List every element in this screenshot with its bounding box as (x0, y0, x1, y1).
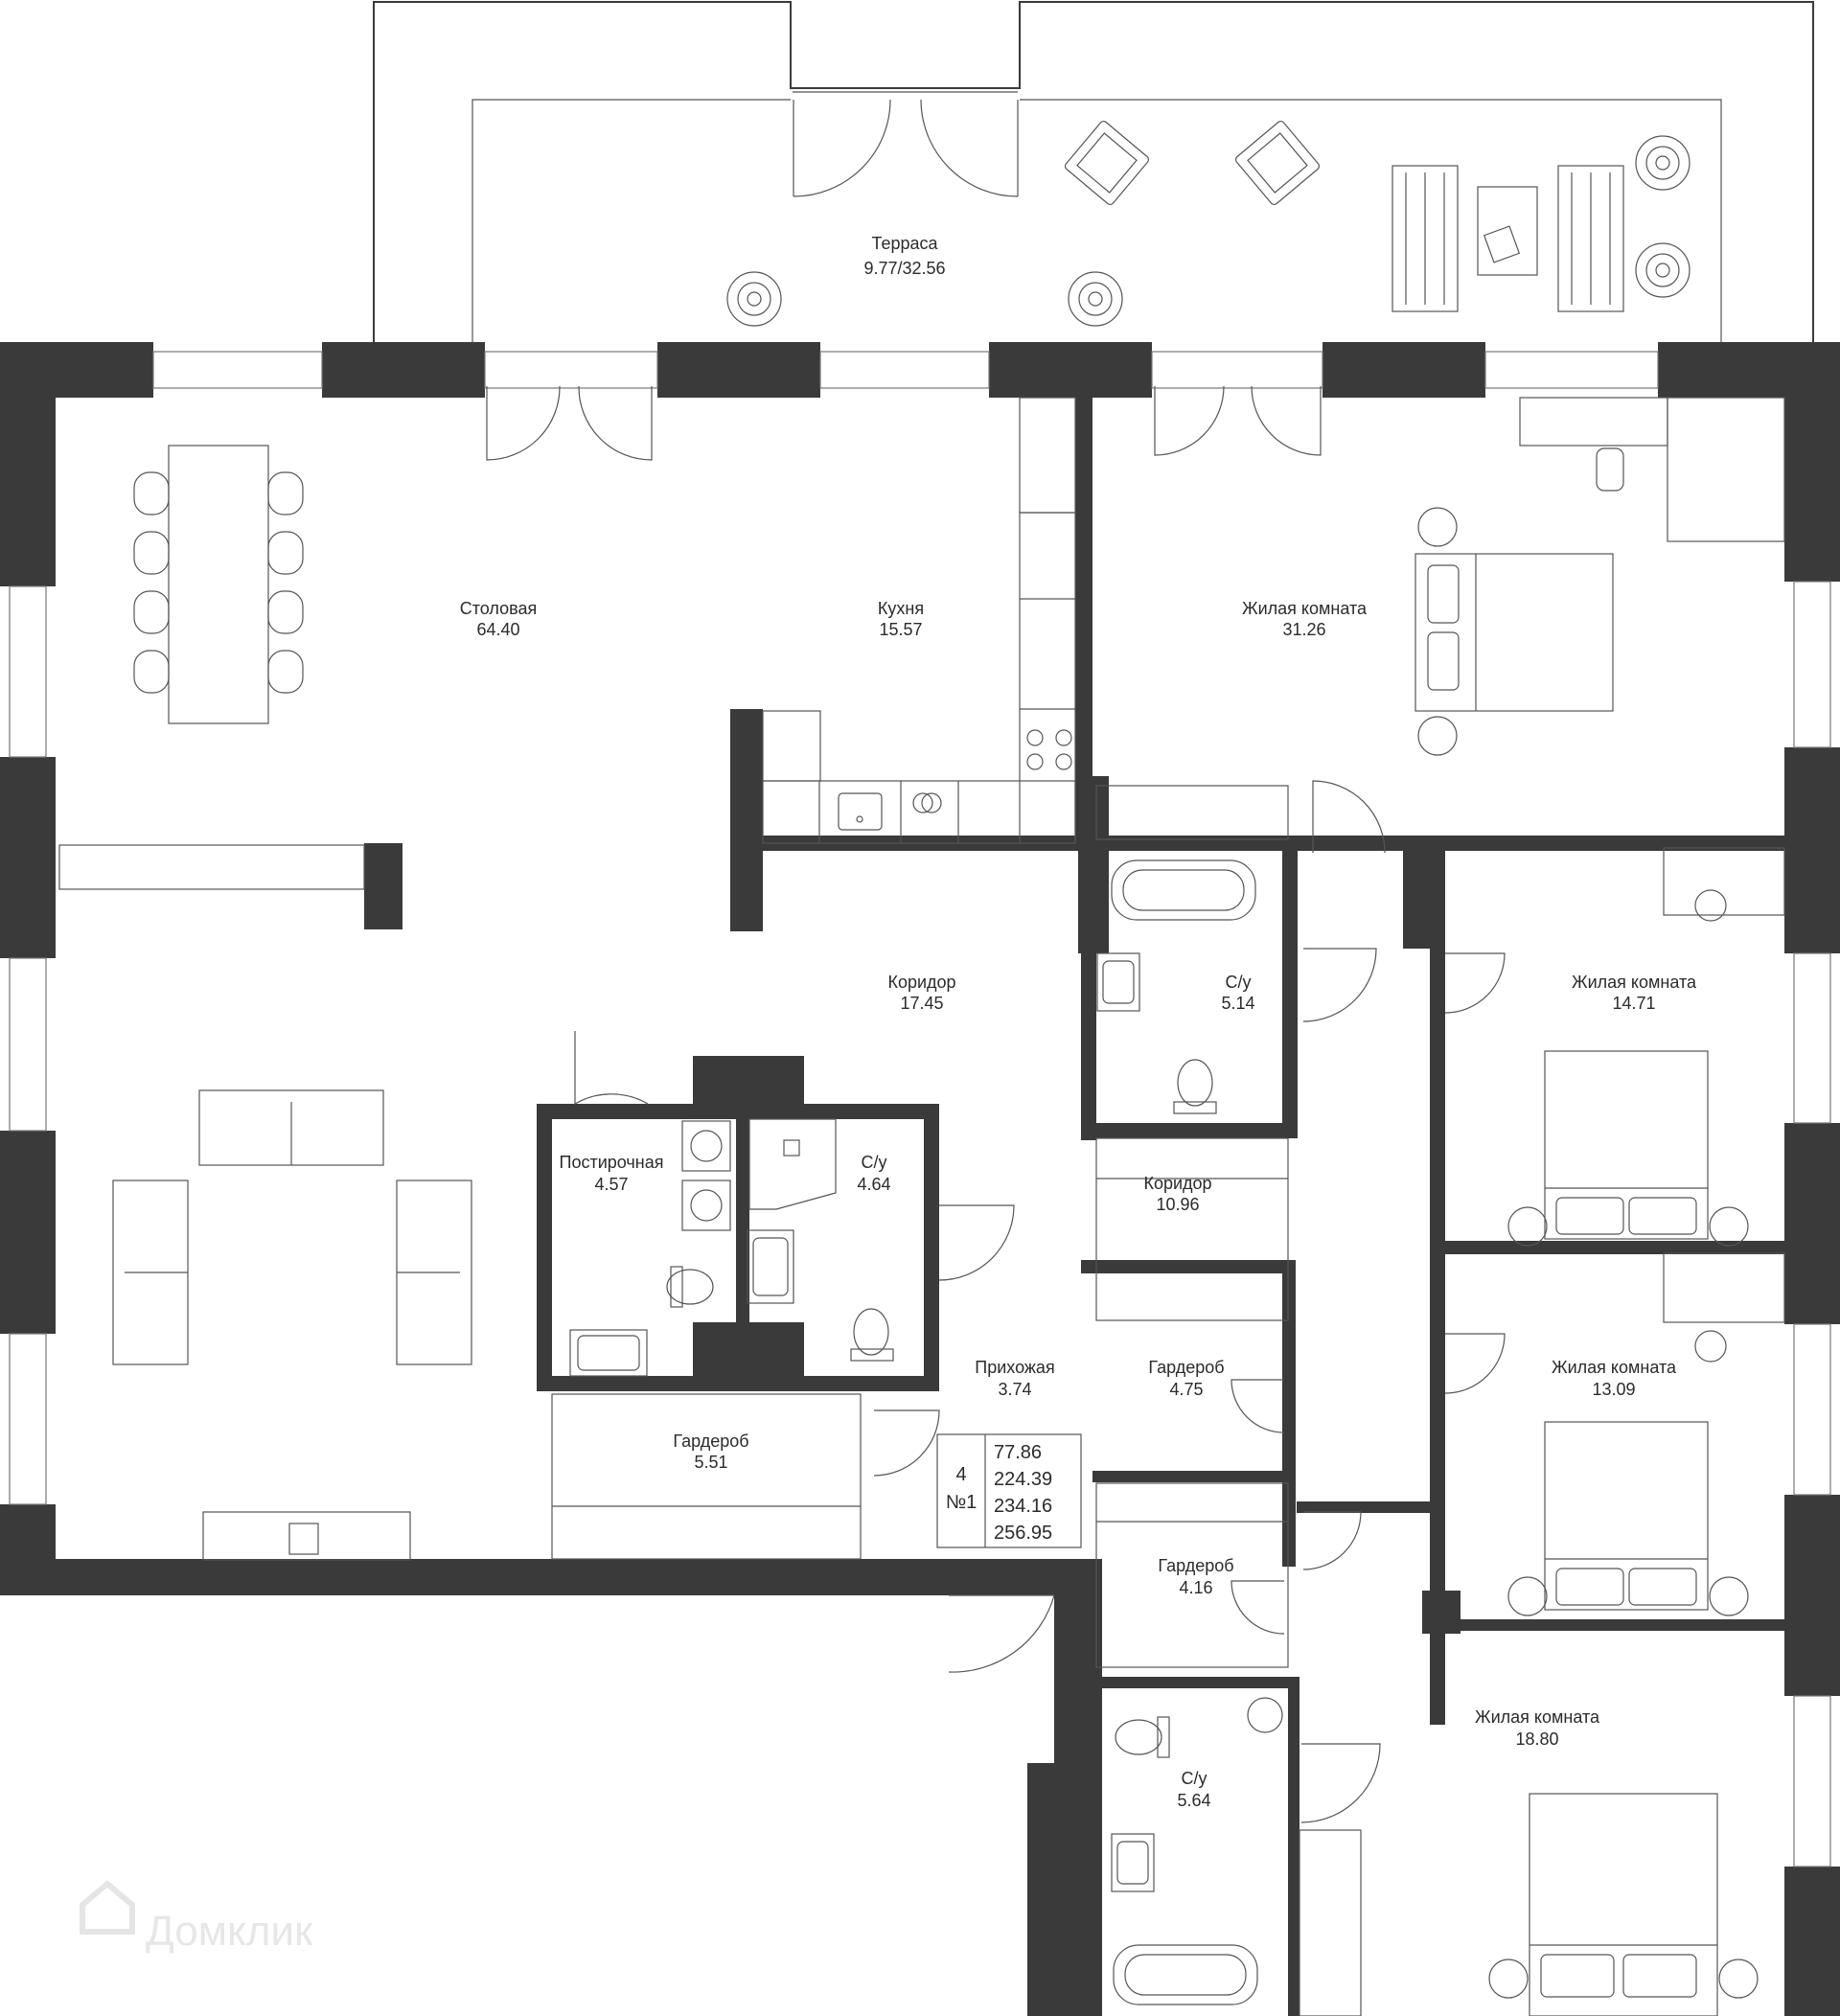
room-name: Постирочная (560, 1153, 664, 1172)
terrace-armchair (1234, 120, 1321, 206)
door[interactable] (1444, 1333, 1506, 1394)
room-name: Жилая комната (1242, 599, 1368, 618)
room-name: Гардероб (673, 1432, 748, 1451)
room-area: 5.64 (1177, 1791, 1210, 1810)
washing-machine-icon (681, 1120, 731, 1172)
plant-icon (726, 271, 782, 327)
toilet-icon (1173, 1059, 1217, 1114)
room-name: Жилая комната (1552, 1358, 1677, 1377)
sink-icon (569, 1329, 648, 1377)
room-area: 4.16 (1179, 1578, 1212, 1597)
room-name: Терраса (871, 234, 938, 253)
room-area: 9.77/32.56 (863, 259, 945, 278)
door[interactable] (486, 385, 653, 461)
dining-table (133, 445, 304, 724)
interior-lines (58, 397, 1785, 2016)
terrace-table (1477, 186, 1538, 276)
terrace-bench (1392, 165, 1459, 312)
room-name: С/у (862, 1153, 887, 1172)
door[interactable] (1300, 1743, 1381, 1823)
bed (1414, 507, 1614, 756)
plant-icon (1635, 135, 1690, 191)
bathtub-icon (1111, 859, 1256, 921)
door[interactable] (1230, 1580, 1285, 1635)
apartment-number: №1 (946, 1492, 978, 1513)
bed (1488, 1793, 1759, 2016)
room-area: 14.71 (1612, 994, 1655, 1013)
door[interactable] (1312, 780, 1386, 854)
dishwasher-icon (912, 792, 942, 813)
rooms-count: 4 (955, 1464, 966, 1485)
terrace-bench (1557, 165, 1624, 312)
room-name: Кухня (878, 599, 924, 618)
door[interactable] (1302, 1511, 1362, 1570)
plant-icon (1068, 271, 1123, 327)
shower-icon (748, 1118, 837, 1210)
terrace-outline (373, 1, 1814, 342)
watermark-text: Домклик (146, 1908, 313, 1955)
washing-machine-icon (681, 1180, 731, 1231)
sink-icon (838, 792, 883, 831)
room-name: Коридор (887, 973, 955, 992)
room-name: Жилая комната (1572, 973, 1697, 992)
interior-walls (364, 398, 1806, 2016)
room-area: 17.45 (900, 994, 943, 1013)
door[interactable] (1302, 948, 1377, 1022)
door[interactable] (873, 1409, 940, 1477)
windows (9, 351, 1831, 1867)
bed (1507, 1050, 1749, 1247)
sofa (112, 1089, 472, 1561)
plant-icon (1635, 242, 1690, 298)
door[interactable] (574, 1031, 649, 1106)
toilet-icon (850, 1308, 894, 1362)
room-name: С/у (1226, 973, 1252, 992)
door[interactable] (948, 1594, 1055, 1673)
room-area: 4.57 (594, 1175, 628, 1194)
room-area: 5.51 (694, 1453, 727, 1472)
room-area: 5.14 (1221, 994, 1254, 1013)
toilet-icon (666, 1266, 714, 1308)
spec-value: 224.39 (994, 1469, 1052, 1490)
room-name: Коридор (1143, 1174, 1211, 1193)
room-name: С/у (1182, 1769, 1208, 1788)
toilet-icon (1115, 1716, 1170, 1758)
kitchen-units (762, 397, 1076, 844)
room-area: 4.64 (857, 1175, 890, 1194)
room-area: 4.75 (1169, 1380, 1203, 1399)
door[interactable] (1444, 952, 1506, 1014)
sink-icon (1111, 1833, 1155, 1892)
room-name: Гардероб (1148, 1358, 1224, 1377)
room-area: 13.09 (1592, 1380, 1635, 1399)
washing-machine-icon (1247, 1697, 1283, 1733)
room-area: 15.57 (879, 620, 922, 639)
desk-chair (1596, 447, 1727, 1363)
sink-icon (1096, 952, 1140, 1012)
terrace-door[interactable] (793, 99, 1019, 197)
room-name: Столовая (460, 599, 538, 618)
door[interactable] (938, 1204, 1015, 1281)
room-name: Прихожая (975, 1358, 1054, 1377)
door[interactable] (1230, 1379, 1285, 1433)
stove-icon (1026, 729, 1072, 770)
sink-icon (747, 1229, 794, 1304)
room-labels: Терраса 9.77/32.56 Столовая 64.40 Кухня … (460, 234, 1697, 1810)
exterior-walls (0, 342, 1840, 2016)
room-area: 18.80 (1515, 1730, 1558, 1749)
apartment-spec-box: 4 №1 77.86 224.39 234.16 256.95 (936, 1433, 1082, 1548)
watermark-logo: Домклик (80, 1880, 313, 1955)
room-area: 64.40 (476, 620, 519, 639)
spec-value: 77.86 (994, 1442, 1042, 1463)
bed (1507, 1421, 1749, 1616)
door[interactable] (1154, 385, 1322, 456)
room-area: 3.74 (998, 1380, 1031, 1399)
room-name: Жилая комната (1475, 1707, 1600, 1727)
spec-value: 256.95 (994, 1523, 1052, 1544)
terrace-armchair (1064, 120, 1150, 206)
room-name: Гардероб (1158, 1556, 1233, 1575)
bathtub-icon (1113, 1944, 1258, 2005)
room-area: 10.96 (1156, 1195, 1199, 1214)
room-area: 31.26 (1282, 620, 1325, 639)
spec-value: 234.16 (994, 1496, 1052, 1517)
